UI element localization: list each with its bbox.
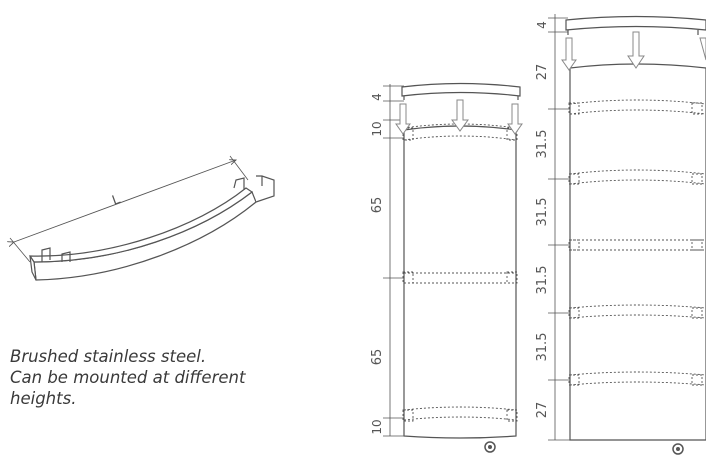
towel-bar-illustration <box>10 155 275 281</box>
tall-radiator <box>548 14 706 441</box>
down-arrow-icon <box>627 31 645 69</box>
short-dim-3: 65 <box>370 349 385 366</box>
tall-dim-0: 4 <box>535 21 549 29</box>
short-radiator <box>383 82 521 439</box>
tall-radiator-arrows <box>561 31 706 71</box>
caster-wheel-icon <box>672 443 684 455</box>
short-dim-4: 10 <box>370 419 384 434</box>
tall-dim-1: 27 <box>535 64 550 81</box>
tall-dim-3: 31.5 <box>535 198 550 227</box>
down-arrow-icon <box>507 103 523 135</box>
tall-dim-5: 31.5 <box>535 333 550 362</box>
tall-dim-4: 31.5 <box>535 266 550 295</box>
tall-dim-2: 31.5 <box>535 130 550 159</box>
product-caption: Brushed stainless steel. Can be mounted … <box>10 346 340 409</box>
short-dim-1: 10 <box>370 121 384 136</box>
short-dim-0: 4 <box>370 93 384 101</box>
caption-line: heights. <box>10 389 77 408</box>
down-arrow-icon <box>699 37 706 61</box>
length-dimension-line <box>14 160 236 242</box>
caster-wheel-icon <box>484 441 496 453</box>
down-arrow-icon <box>395 103 411 135</box>
tall-dim-6: 27 <box>535 402 550 419</box>
short-radiator-arrows <box>395 99 523 135</box>
down-arrow-icon <box>561 37 577 71</box>
length-label: L <box>110 192 123 209</box>
short-dim-2: 65 <box>370 197 385 214</box>
down-arrow-icon <box>451 99 469 132</box>
caption-line: Brushed stainless steel. <box>10 347 207 366</box>
caption-line: Can be mounted at different <box>10 368 246 387</box>
